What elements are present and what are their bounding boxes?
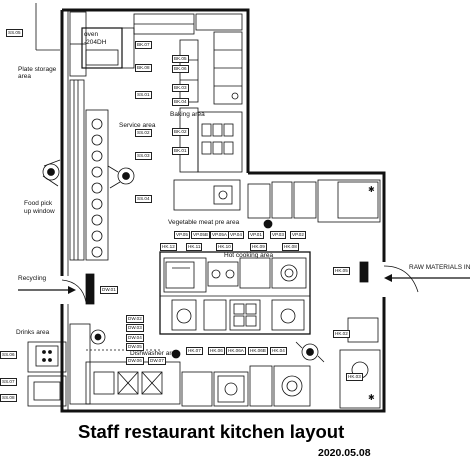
area-drinks: Drinks area (16, 329, 50, 336)
service-counter (69, 79, 109, 261)
area-dishwasher: Dishwasher area (130, 350, 179, 357)
area-plate-storage-line1: Plate storage (18, 66, 57, 73)
tag-bk01: BK.01 (172, 147, 189, 155)
baking-trays (201, 123, 234, 155)
tag-hk06b: HK.06B (248, 347, 268, 355)
recycling-door (61, 273, 95, 305)
cold-storage-right (317, 179, 381, 223)
tag-hk07: HK.07 (186, 347, 203, 355)
oven-label-line2: -204DH (84, 39, 107, 46)
tag-hk06: HK.06 (208, 347, 225, 355)
area-service: Service area (119, 122, 156, 129)
tag-bk05: BK.05 (172, 55, 189, 63)
tag-dw01: DW.01 (100, 286, 118, 294)
raw-materials-arrow (384, 274, 470, 282)
page-title: Staff restaurant kitchen layout (78, 421, 345, 442)
area-hot-cooking: Hot cooking area (224, 252, 274, 259)
area-plate-storage-line2: area (18, 72, 32, 80)
tag-ss04: SS.04 (135, 195, 152, 203)
tag-ss02: SS.02 (135, 129, 152, 137)
tag-bk08: BK.08 (135, 64, 152, 72)
area-food-pickup-line2: up window (24, 208, 55, 215)
area-recycling: Recycling (18, 275, 47, 282)
tag-vp05a: VP.05A (210, 231, 229, 239)
tag-hk10: HK.10 (216, 243, 233, 251)
tag-bk04: BK.04 (172, 98, 189, 106)
prep-table (173, 179, 241, 211)
tag-dw04: DW.04 (126, 334, 144, 342)
recycling-arrow (18, 286, 76, 294)
tag-ss01: SS.01 (135, 91, 152, 99)
tag-bk06: BK.06 (172, 65, 189, 73)
outer-walls (60, 8, 386, 413)
area-food-pickup: Food pick up window (24, 200, 55, 216)
tag-dw06: DW.06 (126, 357, 144, 365)
tag-hk09: HK.09 (250, 243, 267, 251)
area-vegetable-meat-prep: Vegetable meat pre area (168, 219, 240, 226)
area-baking: Baking area (170, 111, 205, 118)
prep-sink (213, 185, 233, 205)
tag-ss07: SS.07 (0, 378, 17, 386)
area-plate-storage: Plate storage area (18, 66, 57, 80)
tag-dw05: DW.05 (126, 343, 144, 351)
tag-ss03: SS.03 (135, 152, 152, 160)
tag-vp05b: VP.05B (191, 231, 210, 239)
oven-label-line1: oven (84, 31, 99, 38)
drinks-counter (27, 341, 67, 407)
hot-cooking-island (159, 251, 311, 335)
tag-hk08: HK.08 (282, 243, 299, 251)
staff-figure-left (42, 159, 61, 187)
tag-ss05-top: SS.05 (6, 29, 23, 37)
svg-text:✱: ✱ (368, 185, 375, 194)
tag-hk03: HK.03 (346, 373, 363, 381)
oven-label: oven -204DH (84, 31, 106, 47)
tag-vp02: VP.02 (290, 231, 306, 239)
tag-hk04: HK.04 (270, 347, 287, 355)
tag-dw02: DW.02 (126, 315, 144, 323)
tag-hk11: HK.11 (186, 243, 203, 251)
prep-machine-1 (271, 181, 293, 219)
tag-hk12: HK.12 (160, 243, 177, 251)
tag-ss06: SS.06 (0, 351, 17, 359)
staff-figure-right (107, 165, 135, 189)
area-food-pickup-line1: Food pick (24, 200, 53, 207)
raw-materials-door (359, 261, 419, 293)
tag-hk06a: HK.06A (226, 347, 246, 355)
tag-bk03: BK.03 (172, 84, 189, 92)
tag-vp01: VP.01 (248, 231, 264, 239)
tag-hk05: HK.05 (333, 267, 350, 275)
tag-vp05: VP.05 (174, 231, 190, 239)
prep-staff (263, 219, 273, 229)
tag-ss08: SS.08 (0, 394, 17, 402)
svg-text:✱: ✱ (368, 393, 375, 402)
tag-vp04: VP.04 (228, 231, 244, 239)
tag-hk02: HK.02 (333, 330, 350, 338)
tag-bk02: BK.02 (172, 128, 189, 136)
left-wall-outline (35, 3, 69, 411)
staff-figure-cook (295, 341, 325, 363)
dishwasher-counter (85, 361, 181, 405)
tag-bk07: BK.07 (135, 41, 152, 49)
tag-dw07: DW.07 (148, 357, 166, 365)
area-raw-materials-in: RAW MATERIALS IN (409, 264, 471, 271)
tag-vp03: VP.03 (270, 231, 286, 239)
staff-figure-dish (171, 349, 181, 359)
plan-date: 2020.05.08 (318, 447, 371, 459)
tag-dw03: DW.03 (126, 324, 144, 332)
prep-machine-2 (293, 181, 317, 219)
